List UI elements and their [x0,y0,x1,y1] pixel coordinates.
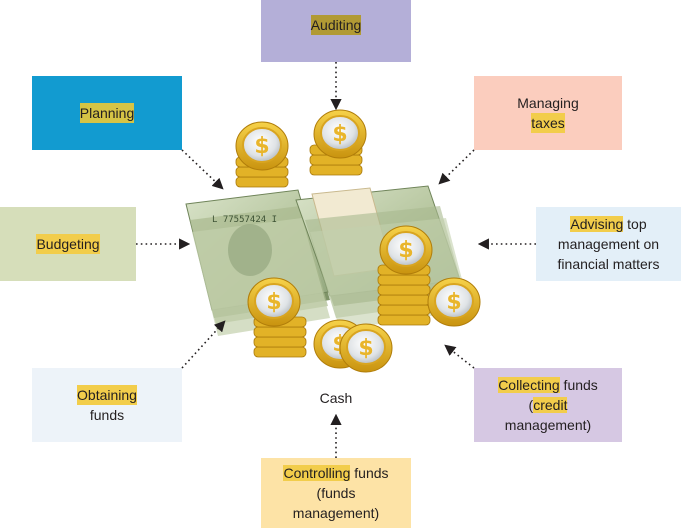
managing-taxes-box: Managing taxes [474,76,622,150]
svg-text:L 77557424 I: L 77557424 I [212,215,277,225]
cash-caption: Cash [319,390,353,406]
arrow-taxes [438,149,475,185]
auditing-box: Auditing [261,0,411,62]
advising-line2: management on [557,236,660,252]
arrow-obtaining [181,320,226,369]
controlling-text: funds [350,465,389,481]
obtaining-funds-box: Obtaining funds [32,368,182,442]
advising-highlight: Advising [570,216,624,232]
managing-taxes-highlight: taxes [531,113,565,133]
controlling-line2: (funds [316,485,356,501]
budgeting-highlight: Budgeting [36,234,100,254]
obtaining-line2: funds [89,407,125,423]
planning-box: Planning [32,76,182,150]
advising-line3: financial matters [557,256,660,272]
planning-highlight: Planning [79,103,135,123]
collecting-highlight: Collecting [498,377,560,393]
controlling-funds-box: Controlling funds (funds management) [261,458,411,528]
controlling-line3: management) [292,505,380,521]
arrow-collecting [444,344,475,369]
collecting-funds-box: Collecting funds (credit management) [474,368,622,442]
collecting-paren: ( [528,397,534,413]
collecting-text: funds [559,377,598,393]
advising-text: top [623,216,647,232]
obtaining-highlight: Obtaining [77,385,137,405]
bill-stack-left: L 77557424 I [185,189,330,336]
advising-box: Advising top management on financial mat… [536,207,681,281]
arrow-planning [181,149,224,190]
collecting-highlight2: credit [533,397,568,413]
auditing-label: Auditing [310,15,362,35]
managing-taxes-line1: Managing [517,95,579,111]
controlling-highlight: Controlling [283,465,351,481]
budgeting-box: Budgeting [0,207,136,281]
collecting-line3: management) [504,417,592,433]
